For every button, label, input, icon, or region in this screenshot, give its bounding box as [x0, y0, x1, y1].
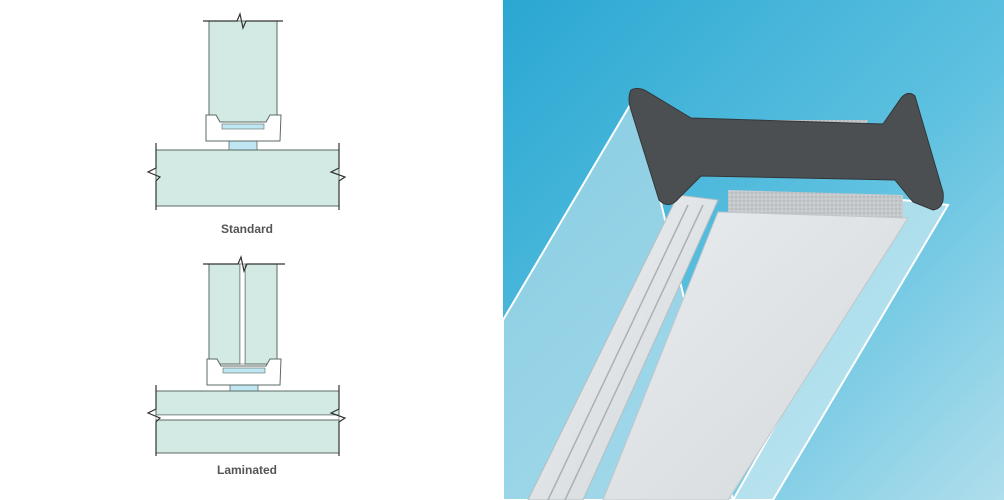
- standard-horizontal-pane: [155, 149, 340, 207]
- glazing-detail-diagrams: Standard Laminated: [146, 12, 347, 477]
- laminated-break-line-right: [329, 385, 347, 456]
- dark-gasket-profile: [628, 87, 944, 211]
- aluminum-face: [602, 211, 909, 500]
- standard-vertical-pane: [208, 20, 278, 132]
- aluminum-left-rail: [527, 194, 719, 500]
- laminated-horizontal-interlayer: [155, 414, 340, 421]
- standard-spacer: [228, 140, 258, 151]
- standard-detail: [146, 12, 347, 210]
- laminated-vertical-ply-right: [244, 263, 278, 365]
- laminated-break-line-left: [146, 385, 162, 456]
- laminated-vertical-ply-left: [208, 263, 241, 365]
- standard-break-line-top: [203, 12, 283, 30]
- foam-core-bottom: [728, 190, 903, 220]
- laminated-horizontal-ply-top: [155, 390, 340, 416]
- rail-groove-2: [564, 204, 704, 500]
- gasket-product-render: [503, 0, 1004, 500]
- laminated-channel-insert: [222, 367, 266, 374]
- laminated-caption: Laminated: [216, 463, 277, 477]
- product-render-illustration: [503, 0, 1004, 500]
- standard-caption: Standard: [220, 222, 273, 236]
- standard-break-line-left: [146, 143, 162, 210]
- rail-groove-1: [547, 204, 689, 500]
- section-drawings: [146, 12, 347, 456]
- laminated-vertical-interlayer: [239, 263, 246, 365]
- laminated-detail: [146, 255, 347, 456]
- standard-channel-insert: [221, 123, 265, 130]
- standard-break-line-right: [329, 143, 347, 210]
- laminated-horizontal-ply-bottom: [155, 419, 340, 454]
- laminated-break-line-top: [203, 255, 285, 273]
